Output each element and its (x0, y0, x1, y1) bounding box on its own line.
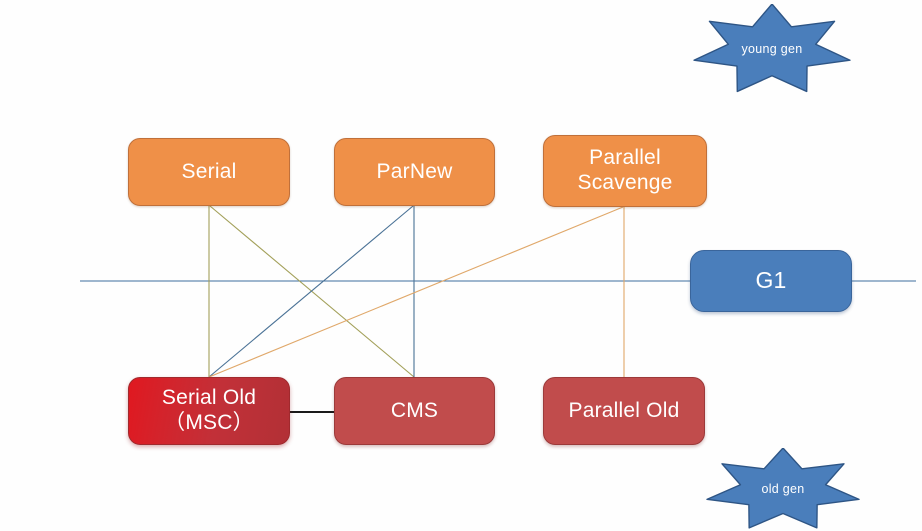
collector-node-parallel-old[interactable]: Parallel Old (543, 377, 705, 445)
old-gen-star-marker: old gen (705, 448, 861, 531)
collector-label: Serial Old （MSC） (161, 386, 257, 434)
collector-label: CMS (390, 398, 439, 422)
collector-label: ParNew (376, 159, 453, 183)
connector-parnew-to-serial-old (208, 205, 414, 378)
star-shape (706, 448, 860, 529)
collector-node-parnew[interactable]: ParNew (334, 138, 495, 206)
collector-label: Parallel Old (568, 398, 680, 422)
collector-node-serial-old[interactable]: Serial Old （MSC） (128, 377, 290, 445)
connector-parallel-scavenge-to-serial-old (208, 206, 624, 378)
collector-label: Serial (181, 159, 237, 183)
collector-label: Parallel Scavenge (577, 146, 673, 194)
collector-node-g1[interactable]: G1 (690, 250, 852, 312)
collector-label: G1 (755, 267, 787, 294)
collector-node-serial[interactable]: Serial (128, 138, 290, 206)
collector-node-parallel-scavenge[interactable]: Parallel Scavenge (543, 135, 707, 207)
young-gen-star-marker: young gen (692, 4, 852, 96)
star-polygon (693, 4, 851, 93)
young-gen-star-label: young gen (741, 42, 803, 56)
star-shape (693, 4, 851, 93)
star-polygon (706, 448, 860, 529)
connector-serial-to-cms (209, 205, 415, 378)
old-gen-star-label: old gen (761, 482, 805, 496)
collector-node-cms[interactable]: CMS (334, 377, 495, 445)
